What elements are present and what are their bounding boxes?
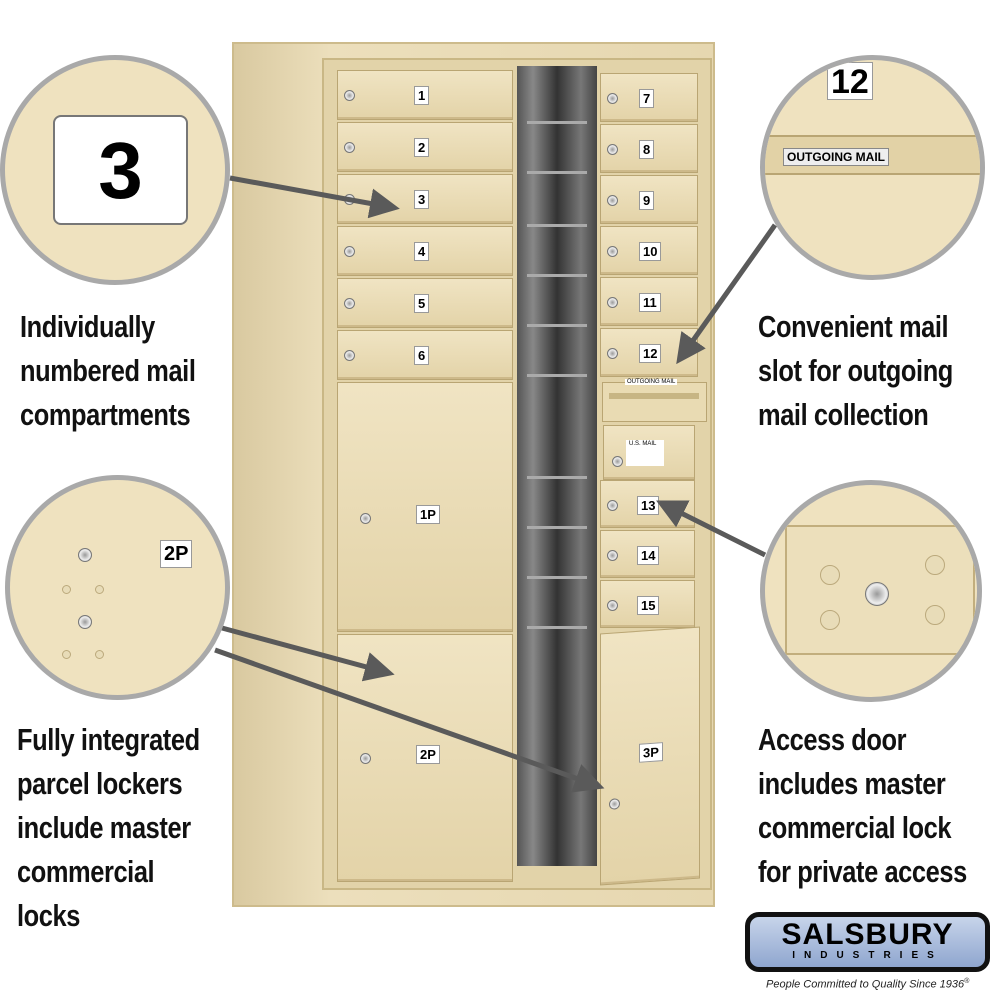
callout-number-closeup: 3	[0, 55, 230, 285]
logo-tagline: People Committed to Quality Since 1936®	[766, 978, 970, 991]
arrow	[221, 625, 395, 682]
compartment-number: 10	[639, 242, 662, 261]
compartment-number: 2	[414, 138, 430, 157]
lock-icon	[78, 615, 92, 629]
mail-compartment[interactable]: 9	[600, 175, 698, 224]
mail-compartment[interactable]: 10	[600, 226, 698, 275]
arrow	[214, 647, 605, 793]
number-badge: 12	[827, 62, 873, 101]
callout-access-door-closeup	[760, 480, 982, 702]
lock-icon	[607, 348, 618, 359]
compartment-number: 6	[414, 346, 430, 365]
lock-icon	[607, 144, 618, 155]
compartment-number: 12	[639, 344, 662, 363]
callout-outgoing-closeup: 12 OUTGOING MAIL	[760, 55, 985, 280]
lock-icon	[865, 582, 889, 606]
outgoing-label: OUTGOING MAIL	[783, 148, 889, 166]
lock-icon	[360, 513, 371, 524]
compartment-number: 5	[414, 294, 430, 313]
locker-number: 1P	[416, 505, 440, 524]
locker-badge: 2P	[160, 540, 193, 568]
mail-compartment[interactable]: 11	[600, 277, 698, 326]
locker-number: 2P	[416, 745, 440, 764]
mail-compartment[interactable]: 7	[600, 73, 698, 122]
mail-compartment[interactable]: 14	[600, 530, 695, 578]
open-interior	[517, 66, 597, 866]
compartment-number: 8	[639, 140, 655, 159]
outgoing-label: OUTGOING MAIL	[625, 379, 678, 385]
mail-compartment[interactable]: 6	[337, 330, 513, 380]
arrow	[229, 175, 400, 219]
compartment-number: 11	[639, 293, 661, 312]
access-door[interactable]: U.S. MAIL	[603, 425, 695, 480]
mail-compartment[interactable]: 2	[337, 122, 513, 172]
lock-icon	[344, 142, 355, 153]
lock-icon	[607, 246, 618, 257]
arrow	[676, 223, 778, 365]
compartment-number: 4	[414, 242, 430, 261]
mail-compartment[interactable]: 8	[600, 124, 698, 173]
usps-label: U.S. MAIL	[626, 440, 664, 466]
lock-icon	[360, 753, 371, 764]
lock-icon	[344, 350, 355, 361]
arrow	[656, 500, 767, 558]
compartment-number: 15	[637, 596, 660, 615]
mail-compartment[interactable]: 15	[600, 580, 695, 628]
compartment-number: 9	[639, 191, 655, 210]
lock-icon	[78, 548, 92, 562]
number-badge: 3	[53, 115, 188, 225]
lock-icon	[607, 93, 618, 104]
compartment-number: 3	[414, 190, 430, 209]
parcel-locker-1p[interactable]: 1P	[337, 382, 513, 632]
lock-icon	[344, 298, 355, 309]
mail-compartment[interactable]: 4	[337, 226, 513, 276]
compartment-number: 7	[639, 89, 655, 108]
callout-parcel-closeup: 2P	[5, 475, 230, 700]
mail-compartment[interactable]: 1	[337, 70, 513, 120]
lock-icon	[607, 500, 618, 511]
lock-icon	[344, 246, 355, 257]
compartment-number: 14	[637, 546, 660, 565]
mail-compartment[interactable]: 5	[337, 278, 513, 328]
salsbury-logo: SALSBURY INDUSTRIES	[745, 912, 990, 972]
lock-icon	[612, 456, 623, 467]
lock-icon	[607, 195, 618, 206]
compartment-number: 1	[414, 86, 430, 105]
lock-icon	[607, 600, 618, 611]
outgoing-mail-slot[interactable]: OUTGOING MAIL	[602, 379, 707, 422]
lock-icon	[344, 90, 355, 101]
lock-icon	[607, 550, 618, 561]
lock-icon	[607, 297, 618, 308]
